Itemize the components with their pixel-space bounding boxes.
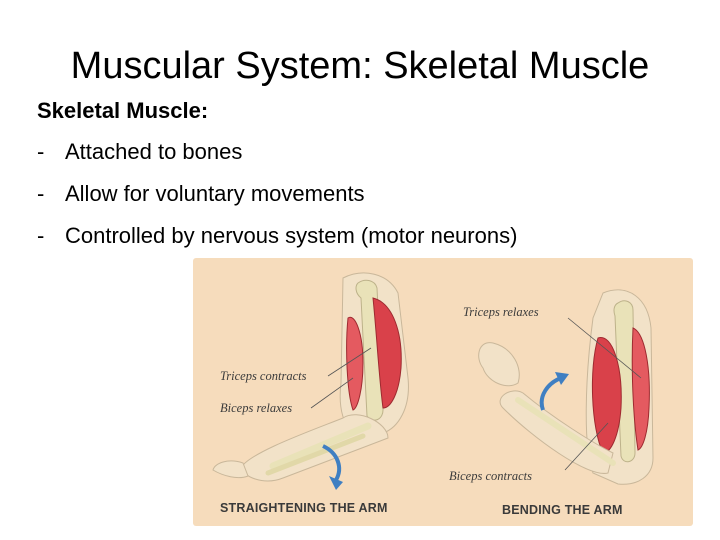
forearm-skin [499,390,614,474]
arrow-head-icon [555,372,569,385]
biceps-muscle [591,337,622,454]
arm-muscle-illustration: Triceps contracts Biceps relaxes STRAIGH… [212,272,654,517]
arm-muscle-figure: Triceps contracts Biceps relaxes STRAIGH… [193,258,693,526]
bullet-dash: - [37,139,45,164]
biceps-relaxes-label: Biceps relaxes [220,401,292,415]
bullet-item: - Allow for voluntary movements [37,179,697,221]
bending-caption: BENDING THE ARM [502,503,623,517]
radius-bone [515,397,616,466]
ulna-bone [265,433,366,476]
pointer-line [567,317,642,379]
bullet-dash: - [37,181,45,206]
arrow-up-icon [539,376,562,411]
triceps-muscle [631,327,650,451]
biceps-contracts-label: Biceps contracts [449,469,532,483]
bullet-dash: - [37,223,45,248]
slide-title: Muscular System: Skeletal Muscle [70,45,650,87]
radius-bone [269,422,372,470]
pointer-line [564,422,609,471]
arrow-down-icon [322,444,342,482]
bullet-list: - Attached to bones - Allow for voluntar… [37,137,697,263]
fist-hand [478,342,520,387]
triceps-contracts-label: Triceps contracts [220,369,307,383]
bullet-item: - Attached to bones [37,137,697,179]
arrow-head-icon [329,476,343,490]
pointer-line [310,377,354,409]
section-heading: Skeletal Muscle: [37,98,209,123]
bullet-text: Controlled by nervous system (motor neur… [65,223,518,248]
straightening-arm-drawing [212,272,409,490]
bending-arm-drawing [478,289,654,485]
bullet-text: Attached to bones [65,139,243,164]
pointer-line [327,347,372,377]
triceps-muscle [372,297,402,409]
bullet-text: Allow for voluntary movements [65,181,365,206]
bullet-item: - Controlled by nervous system (motor ne… [37,221,697,263]
content-block: Skeletal Muscle: - Attached to bones - A… [37,96,697,263]
humerus-bone [613,300,636,463]
straightening-caption: STRAIGHTENING THE ARM [220,501,388,515]
triceps-relaxes-label: Triceps relaxes [463,305,539,319]
biceps-muscle [346,316,364,411]
open-hand [212,460,249,479]
